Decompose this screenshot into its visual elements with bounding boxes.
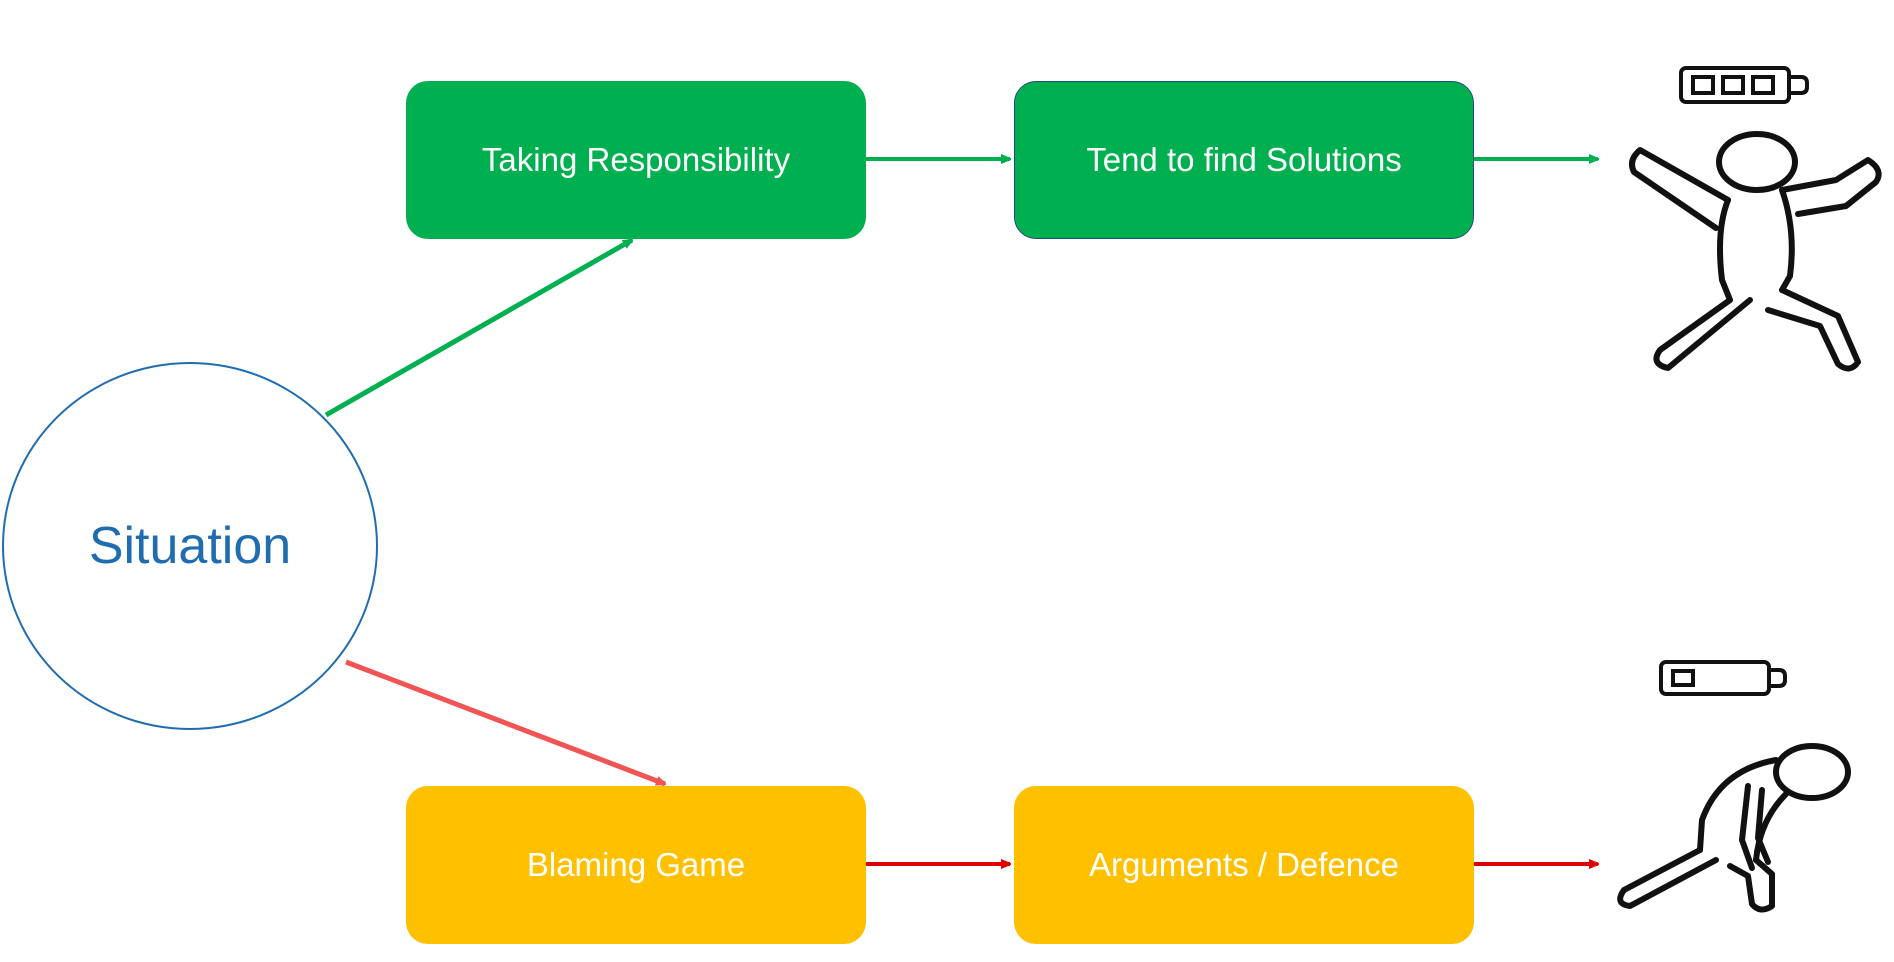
taking-responsibility-label: Taking Responsibility — [481, 141, 791, 178]
full-battery-icon — [1679, 66, 1809, 104]
tend-to-find-solutions-box: Tend to find Solutions — [1014, 81, 1474, 239]
situation-label: Situation — [88, 517, 292, 575]
tend-to-find-solutions-label: Tend to find Solutions — [1086, 141, 1402, 178]
blaming-game-label: Blaming Game — [526, 846, 746, 883]
arguments-defence-label: Arguments / Defence — [1089, 846, 1399, 883]
arguments-defence-box: Arguments / Defence — [1014, 786, 1474, 944]
energetic-person-icon — [1629, 131, 1882, 372]
exhausted-person-icon — [1617, 743, 1851, 913]
connector-situation-to-blaming — [345, 659, 665, 787]
blaming-game-box: Blaming Game — [406, 786, 866, 944]
situation-node: Situation — [2, 362, 378, 730]
taking-responsibility-box: Taking Responsibility — [406, 81, 866, 239]
low-battery-icon — [1659, 660, 1787, 696]
connector-situation-to-responsibility — [324, 237, 632, 418]
